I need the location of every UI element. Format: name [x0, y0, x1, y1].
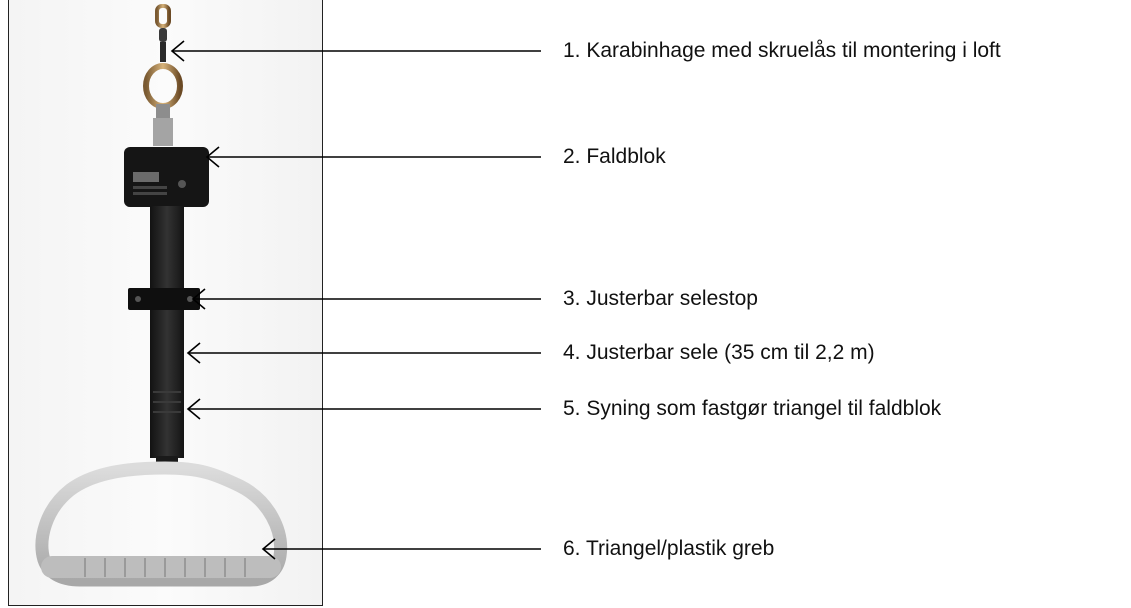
- arrow-head-3-icon: [191, 288, 206, 310]
- webbing-strap: [150, 206, 184, 458]
- arrow-head-2-icon: [205, 146, 220, 168]
- strap-stop: [128, 288, 200, 310]
- triangle-grip: [35, 461, 288, 587]
- arrow-head-5-icon: [186, 398, 201, 420]
- fall-block: [124, 147, 209, 207]
- callout-label-2: 2. Faldblok: [563, 145, 666, 168]
- arrow-head-6-icon: [261, 538, 276, 560]
- callout-label-6: 6. Triangel/plastik greb: [563, 537, 775, 560]
- arrow-head-1-icon: [170, 40, 185, 62]
- swivel-ring: [143, 63, 183, 146]
- carabiner-hook: [155, 4, 171, 62]
- arrow-head-4-icon: [186, 342, 201, 364]
- callout-label-3: 3. Justerbar selestop: [563, 287, 758, 310]
- callout-label-1: 1. Karabinhage med skruelås til monterin…: [563, 39, 1001, 62]
- callout-label-5: 5. Syning som fastgør triangel til faldb…: [563, 397, 942, 420]
- callout-label-4: 4. Justerbar sele (35 cm til 2,2 m): [563, 341, 875, 364]
